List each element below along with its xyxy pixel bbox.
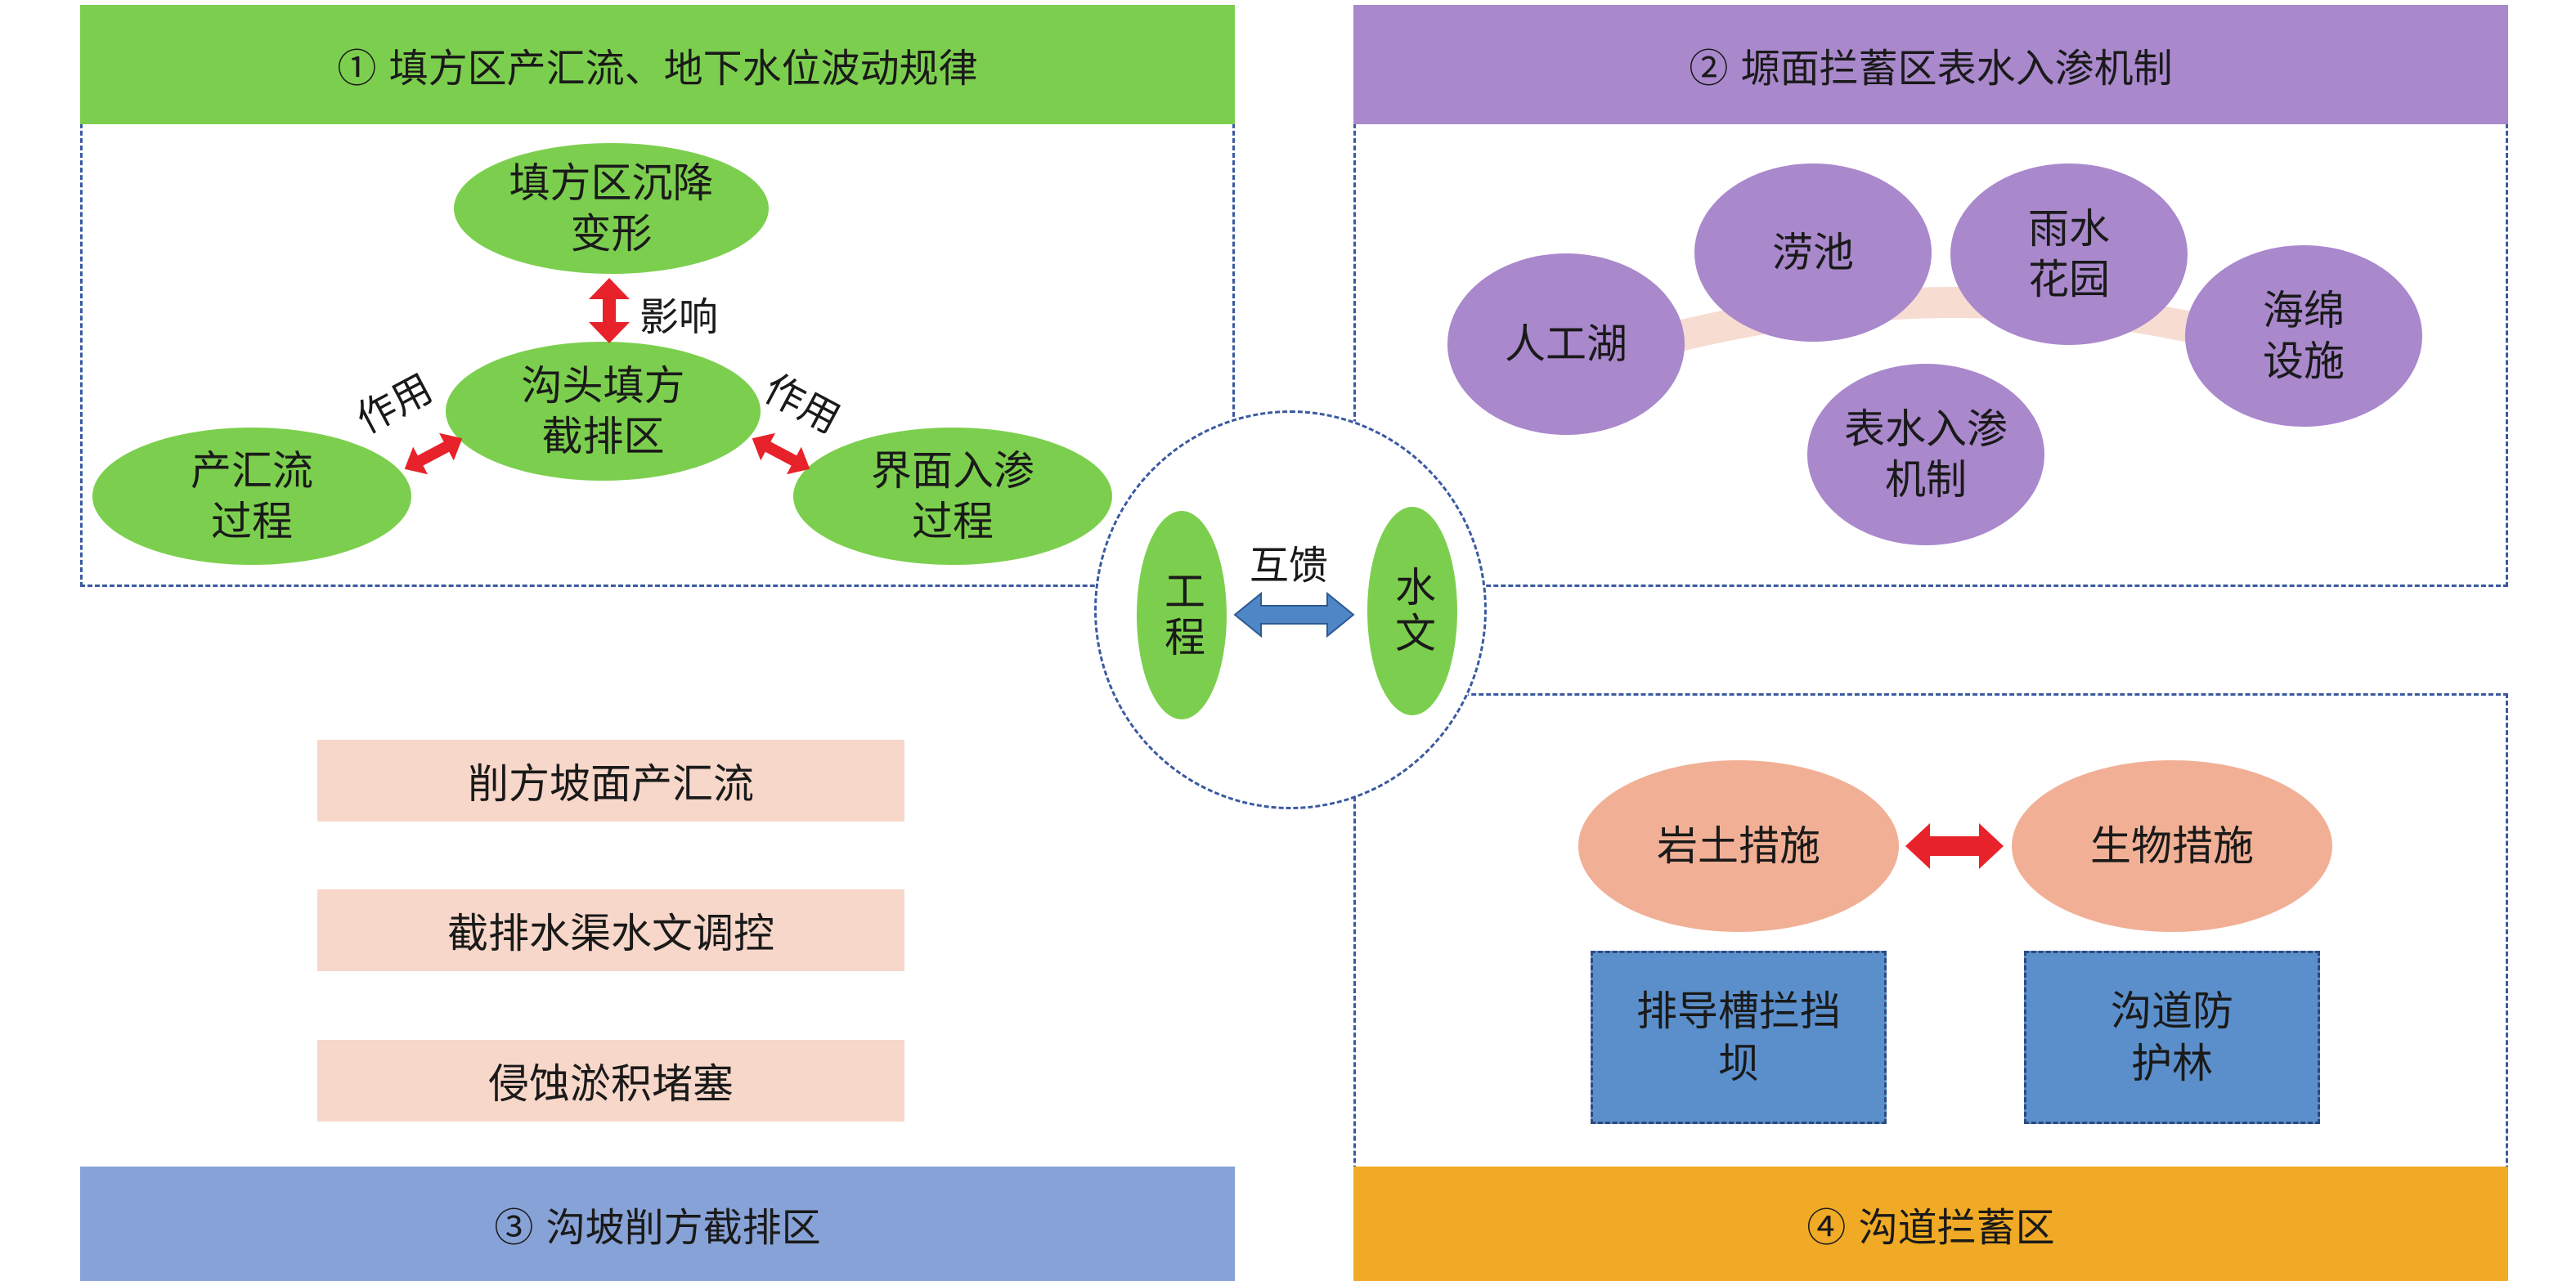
node-surface-infiltration-label: 表水入渗机制 xyxy=(1844,405,2008,504)
arrow-geo-bio xyxy=(1905,823,2004,869)
node-settlement-label: 填方区沉降变形 xyxy=(509,159,714,258)
zone-2-title: ② 塬面拦蓄区表水入渗机制 xyxy=(1353,5,2508,124)
box-gully-shelterbelt-label: 沟道防护林 xyxy=(2111,988,2233,1087)
label-influence: 影响 xyxy=(640,294,719,340)
node-interface-infiltration: 界面入渗过程 xyxy=(793,428,1112,565)
arrow-feedback xyxy=(1233,591,1355,638)
box-erosion-sediment-blockage: 侵蚀淤积堵塞 xyxy=(317,1040,904,1122)
arrow-influence xyxy=(589,278,630,343)
arrow-act-right xyxy=(752,432,810,475)
zone-1-title: ① 填方区产汇流、地下水位波动规律 xyxy=(80,5,1235,124)
node-geotechnical-label: 岩土措施 xyxy=(1657,822,1820,870)
box-drain-channel-control: 截排水渠水文调控 xyxy=(317,889,904,971)
node-sponge-facility-label: 海绵设施 xyxy=(2263,287,2345,385)
node-interface-infiltration-label: 界面入渗过程 xyxy=(871,447,1034,545)
zone-3-title: ③ 沟坡削方截排区 xyxy=(80,1167,1235,1281)
node-hydrology: 水文 xyxy=(1367,507,1457,715)
node-rain-garden: 雨水花园 xyxy=(1950,163,2188,345)
node-hydrology-label: 水文 xyxy=(1389,565,1436,657)
node-artificial-lake-label: 人工湖 xyxy=(1505,320,1627,368)
arrow-act-left xyxy=(404,432,463,475)
box-drainage-dam-label: 排导槽拦挡坝 xyxy=(1636,988,1841,1087)
node-surface-infiltration: 表水入渗机制 xyxy=(1807,364,2044,545)
node-runoff-label: 产汇流过程 xyxy=(191,447,313,545)
node-artificial-lake: 人工湖 xyxy=(1447,253,1685,435)
node-settlement: 填方区沉降变形 xyxy=(454,143,769,274)
node-gully-fill: 沟头填方截排区 xyxy=(446,342,761,481)
node-biological-label: 生物措施 xyxy=(2090,822,2254,870)
label-feedback: 互馈 xyxy=(1250,543,1329,589)
zone-4-title: ④ 沟道拦蓄区 xyxy=(1353,1167,2508,1281)
node-geotechnical: 岩土措施 xyxy=(1578,760,1899,932)
node-pond: 涝池 xyxy=(1694,163,1932,342)
node-runoff: 产汇流过程 xyxy=(92,428,411,565)
node-rain-garden-label: 雨水花园 xyxy=(2028,205,2110,303)
node-engineering-label: 工程 xyxy=(1158,569,1205,661)
box-drainage-dam: 排导槽拦挡坝 xyxy=(1591,951,1887,1124)
box-gully-shelterbelt: 沟道防护林 xyxy=(2024,951,2320,1124)
node-gully-fill-label: 沟头填方截排区 xyxy=(521,362,685,460)
node-biological: 生物措施 xyxy=(2012,760,2332,932)
node-engineering: 工程 xyxy=(1137,511,1227,719)
box-cut-slope-runoff: 削方坡面产汇流 xyxy=(317,740,904,822)
node-sponge-facility: 海绵设施 xyxy=(2185,245,2422,427)
node-pond-label: 涝池 xyxy=(1772,229,1854,276)
